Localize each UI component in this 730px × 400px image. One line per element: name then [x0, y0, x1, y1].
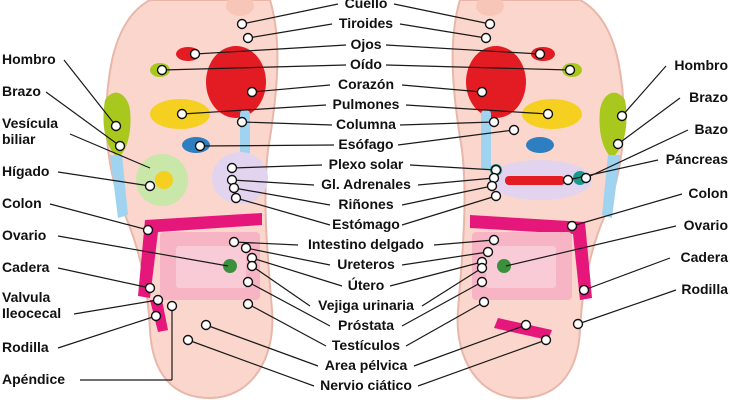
- label-left-biliar: biliar: [2, 131, 36, 147]
- label-utero: Útero: [348, 276, 385, 293]
- leader-lines: [45, 3, 689, 387]
- right-heart-zone: [466, 46, 526, 118]
- marker-dots: [110, 18, 628, 346]
- label-tiroides: Tiroides: [339, 15, 393, 31]
- label-right-hombro: Hombro: [674, 57, 728, 73]
- label-left-brazo: Brazo: [2, 83, 41, 99]
- label-cuello: Cuello: [345, 0, 388, 11]
- label-left-cadera: Cadera: [2, 259, 50, 275]
- label-left-valvula: Valvula: [2, 289, 50, 305]
- left-ovary-dot: [223, 259, 237, 273]
- label-left-rodilla: Rodilla: [2, 339, 49, 355]
- label-gl-adrenales: Gl. Adrenales: [321, 176, 411, 192]
- right-spine-strip: [481, 110, 491, 170]
- label-intestino-delgado: Intestino delgado: [308, 236, 424, 252]
- right-esophagus-zone: [526, 137, 554, 153]
- right-big-toe: [476, 0, 504, 16]
- label-ojos: Ojos: [350, 36, 381, 52]
- label-left-ovario: Ovario: [2, 227, 46, 243]
- label-prostata: Próstata: [338, 317, 394, 333]
- label-right-pancreas: Páncreas: [666, 151, 728, 167]
- label-left-vesicula: Vesícula: [2, 115, 58, 131]
- left-heart-zone: [206, 46, 266, 118]
- right-pancreas-bar: [505, 176, 565, 185]
- label-right-bazo: Bazo: [695, 121, 728, 137]
- right-arm-strip: [602, 155, 620, 218]
- label-esofago: Esófago: [338, 136, 393, 152]
- label-plexo-solar: Plexo solar: [329, 156, 404, 172]
- left-side-labels: Hombro Brazo Vesícula biliar Hígado Colo…: [2, 51, 65, 387]
- label-right-colon: Colon: [688, 185, 728, 201]
- right-foot: [451, 0, 627, 400]
- left-big-toe: [226, 0, 254, 16]
- right-ovary-dot: [497, 259, 511, 273]
- label-right-rodilla: Rodilla: [681, 281, 728, 297]
- label-oido: Oído: [350, 56, 382, 72]
- label-estomago: Estómago: [332, 216, 400, 232]
- label-area-pelvica: Area pélvica: [325, 357, 408, 373]
- label-rinones: Riñones: [338, 196, 393, 212]
- label-pulmones: Pulmones: [333, 96, 400, 112]
- label-left-higado: Hígado: [2, 163, 49, 179]
- left-arm-strip: [110, 155, 128, 218]
- left-foot: [103, 0, 279, 400]
- right-side-labels: Hombro Brazo Bazo Páncreas Colon Ovario …: [666, 57, 728, 297]
- center-labels: Cuello Tiroides Ojos Oído Corazón Pulmon…: [308, 0, 424, 393]
- label-nervio-ciatico: Nervio ciático: [320, 377, 412, 393]
- label-right-brazo: Brazo: [689, 89, 728, 105]
- label-left-ileocecal: Ileocecal: [2, 305, 61, 321]
- label-ureteros: Ureteros: [337, 256, 395, 272]
- label-vejiga-urinaria: Vejiga urinaria: [318, 297, 414, 313]
- label-right-cadera: Cadera: [681, 249, 729, 265]
- label-corazon: Corazón: [338, 76, 394, 92]
- label-columna: Columna: [336, 116, 396, 132]
- label-left-colon: Colon: [2, 195, 42, 211]
- label-right-ovario: Ovario: [684, 217, 728, 233]
- label-left-apendice: Apéndice: [2, 371, 65, 387]
- label-left-hombro: Hombro: [2, 51, 56, 67]
- label-testiculos: Testículos: [332, 337, 400, 353]
